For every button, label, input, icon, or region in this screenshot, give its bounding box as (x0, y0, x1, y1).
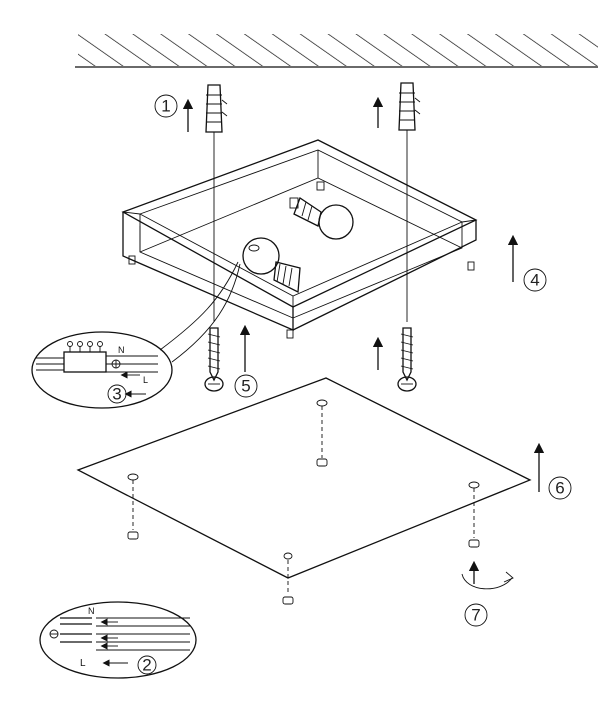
wire-label-n: N (118, 345, 125, 355)
step-1-label: 1 (161, 97, 170, 116)
step-5-marker: 5 (234, 324, 384, 398)
step-4-marker: 4 (507, 234, 547, 292)
wire-label-n-2: N (88, 606, 95, 616)
step-7-label: 7 (471, 606, 480, 625)
bulb-right (289, 197, 354, 240)
terminal-block (63, 351, 107, 373)
rotate-icon (461, 573, 513, 590)
ceiling-hatching (78, 34, 598, 66)
step-7-marker: 7 (461, 560, 514, 627)
bulb-left (242, 237, 301, 294)
step-1-marker: 1 (154, 94, 384, 132)
step-5-label: 5 (241, 377, 250, 396)
screw-left (204, 327, 224, 392)
base-frame (121, 139, 478, 339)
wire-label-l-2: L (80, 658, 86, 669)
step-6-marker: 6 (533, 442, 572, 500)
step-2-label: 2 (142, 656, 151, 675)
wiring-callout-2: N L 2 (39, 601, 197, 679)
screw-right (397, 327, 417, 392)
glass-plate (76, 377, 532, 605)
ceiling (75, 34, 598, 68)
wiring-callout-3: N L 3 (31, 261, 241, 409)
wall-plug-right (398, 82, 421, 322)
wire-label-l: L (143, 375, 148, 385)
step-6-label: 6 (555, 479, 564, 498)
wall-plug-left (205, 84, 228, 322)
step-3-label: 3 (112, 385, 121, 404)
step-4-label: 4 (530, 271, 539, 290)
